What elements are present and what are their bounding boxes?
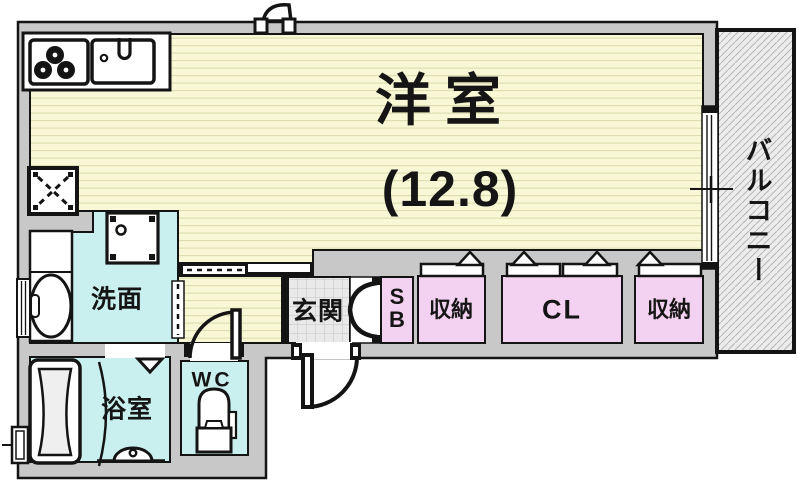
storage-left-area: [417, 250, 486, 344]
bath-drain-icon: [97, 446, 165, 463]
washbasin-icon: [28, 229, 74, 343]
balcony-label: バルコニー: [741, 136, 772, 286]
washing-machine-icon: [105, 211, 160, 265]
closet-label: CL: [542, 294, 582, 325]
entrance-step: [281, 277, 288, 343]
washroom-label: 洗面: [90, 285, 144, 314]
storage-right-area: [634, 250, 704, 344]
toilet-icon: [195, 387, 238, 454]
sliding-door-icon: [178, 262, 313, 277]
stove-icon: [28, 38, 90, 86]
sink-icon: [90, 38, 156, 85]
washer-pan-icon: [27, 166, 79, 216]
balcony-window-icon: [690, 105, 733, 270]
window-icon: [16, 278, 31, 338]
folding-door-icon: [97, 344, 166, 467]
vent-icon: [253, 3, 297, 35]
entrance-door-swing-icon: [291, 342, 361, 409]
main-room-label: 洋室: [375, 69, 515, 132]
main-room-size-label: (12.8): [381, 161, 519, 217]
storage-right-label: 収納: [646, 297, 692, 322]
washroom-opening: [171, 280, 185, 339]
wc-door-swing-icon: [184, 308, 244, 361]
shoe-box-area: [380, 276, 414, 344]
bathroom-label: 浴室: [100, 395, 154, 424]
entrance-label: 玄関: [291, 297, 345, 326]
kitchen-counter: [21, 31, 172, 92]
shoe-box-doors-icon: [347, 277, 381, 343]
bathtub-icon: [28, 358, 82, 465]
storage-left-label: 収納: [428, 297, 474, 322]
closet-area: [501, 250, 623, 344]
shoe-box-label: SB: [389, 283, 405, 332]
toilet-label: WC: [191, 368, 233, 392]
bathroom-window-icon: [2, 425, 30, 465]
